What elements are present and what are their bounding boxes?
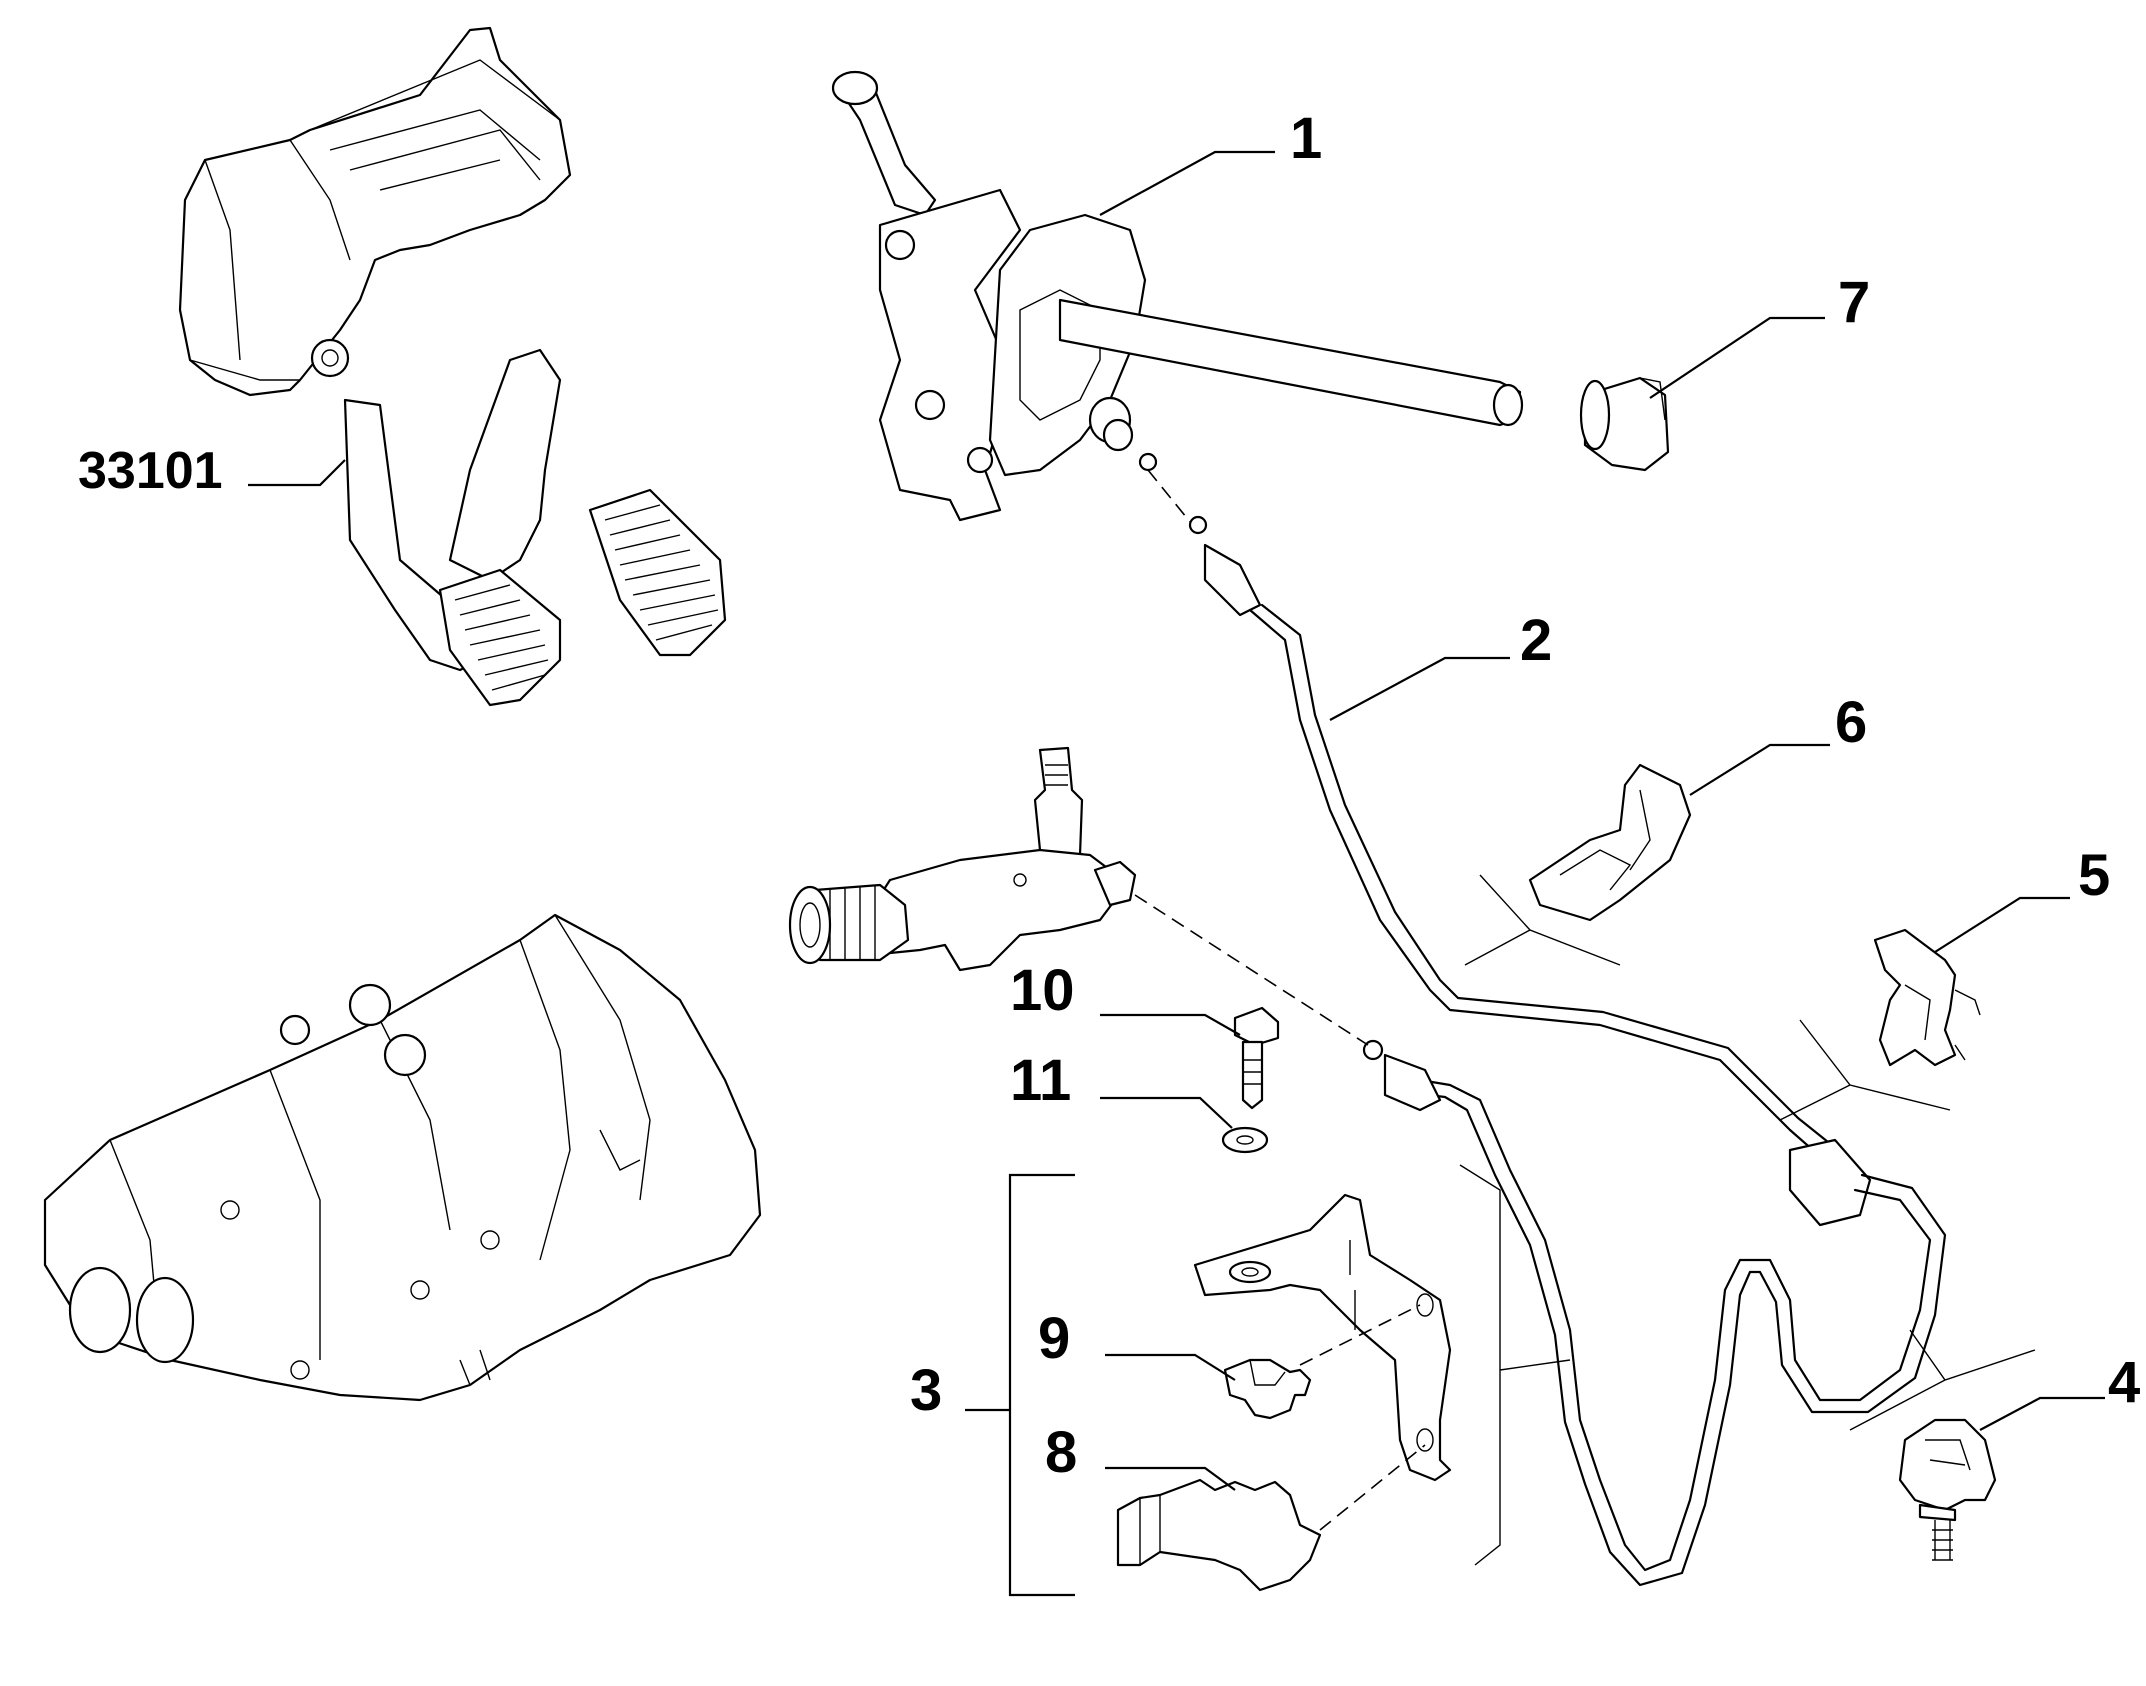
- callout-8: 8: [1045, 1420, 1077, 1485]
- routing-marker-6: [1464, 874, 1621, 966]
- callout-1: 1: [1290, 106, 1322, 171]
- washer: [1221, 1126, 1269, 1154]
- mounting-plate: [1116, 1478, 1322, 1592]
- leader-11: [1100, 1096, 1233, 1129]
- connector-line-9: [1299, 1304, 1421, 1366]
- connector-line-8: [1319, 1444, 1426, 1531]
- clutch-pedal-pad: [438, 568, 562, 707]
- callout-9: 9: [1038, 1306, 1070, 1371]
- callout-7: 7: [1838, 270, 1870, 335]
- callout-10: 10: [1010, 958, 1075, 1023]
- push-in-fastener-clip: [1898, 1418, 1997, 1561]
- callout-33101: 33101: [78, 442, 223, 500]
- cable-retaining-clip: [1873, 928, 1981, 1067]
- callout-2: 2: [1520, 608, 1552, 673]
- bracket-group-3: [1008, 1173, 1075, 1597]
- leader-7: [1649, 316, 1825, 399]
- leader-9: [1105, 1353, 1236, 1381]
- bracket-3-group: [1459, 1164, 1571, 1566]
- leader-10: [1100, 1013, 1241, 1036]
- leader-6: [1689, 743, 1830, 796]
- bolt: [1233, 1006, 1280, 1110]
- gear-shift-assembly: [831, 70, 1524, 522]
- callout-3: 3: [910, 1358, 942, 1423]
- leader-8: [1105, 1466, 1236, 1491]
- callout-11: 11: [1010, 1048, 1071, 1113]
- gearbox-housing: [43, 913, 762, 1402]
- clamp-ring: [1579, 376, 1670, 472]
- connector-line-10: [1134, 894, 1369, 1046]
- callout-6: 6: [1835, 690, 1867, 755]
- routing-marker-5: [1779, 1019, 1951, 1121]
- cable-clamp: [1223, 1358, 1312, 1420]
- support-bracket: [1193, 1193, 1452, 1482]
- routing-marker-4: [1849, 1329, 2036, 1431]
- leader-33101: [248, 459, 346, 487]
- cable-holder-clip: [1528, 763, 1692, 922]
- brake-pedal-pad: [588, 488, 727, 657]
- leader-4: [1979, 1396, 2105, 1431]
- pedal-assembly: [178, 26, 727, 707]
- callout-5: 5: [2078, 843, 2110, 908]
- callout-4: 4: [2108, 1350, 2140, 1415]
- leader-2: [1329, 656, 1510, 721]
- clutch-cable: [1147, 469, 1947, 1587]
- leader-5: [1934, 896, 2070, 953]
- clutch-slave-cylinder: [788, 746, 1137, 972]
- leader-1: [1099, 150, 1275, 216]
